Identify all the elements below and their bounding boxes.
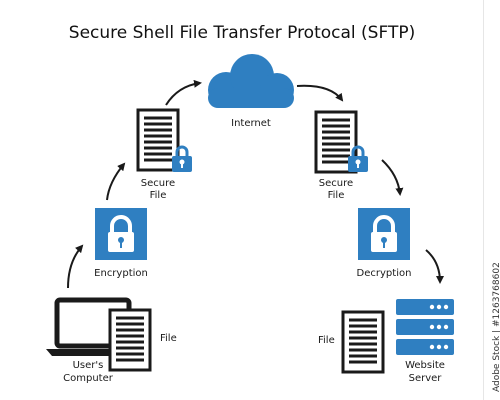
cloud-icon — [208, 54, 294, 108]
arrow-icon — [425, 249, 444, 284]
secure-file-left-label-line2: File — [150, 190, 167, 201]
secure-file-left — [136, 108, 194, 174]
arrow-icon — [67, 244, 84, 289]
stock-watermark-strip: Adobe Stock | #1263768602 — [483, 0, 500, 400]
arrow-icon — [165, 79, 202, 106]
secure-file-left-label-line1: Secure — [141, 178, 175, 189]
sftp-diagram: Secure Shell File Transfer Protocal (SFT… — [46, 23, 454, 384]
secure-file-right-label-line2: File — [328, 190, 345, 201]
padlock-icon — [93, 206, 149, 262]
computer-label-line1: User's — [73, 360, 104, 371]
computer-label-line2: Computer — [63, 373, 114, 384]
diagram-title: Secure Shell File Transfer Protocal (SFT… — [69, 23, 415, 43]
secure-file-right — [314, 110, 370, 174]
padlock-icon — [356, 206, 412, 262]
server-label-line2: Server — [409, 373, 443, 384]
decryption-label: Decryption — [357, 268, 412, 279]
file-right-label: File — [318, 335, 335, 346]
encryption-label: Encryption — [94, 268, 148, 279]
secure-file-right-label-line1: Secure — [319, 178, 353, 189]
stock-id-text: Adobe Stock | #1263768602 — [492, 262, 500, 392]
document-icon — [341, 310, 385, 374]
arrow-icon — [381, 159, 404, 196]
arrow-icon — [296, 84, 344, 102]
arrow-icon — [106, 162, 126, 201]
file-left-label: File — [160, 333, 177, 344]
server-icon — [396, 299, 454, 355]
server-label-line1: Website — [405, 360, 445, 371]
internet-label: Internet — [231, 118, 271, 129]
document-icon — [108, 308, 152, 372]
